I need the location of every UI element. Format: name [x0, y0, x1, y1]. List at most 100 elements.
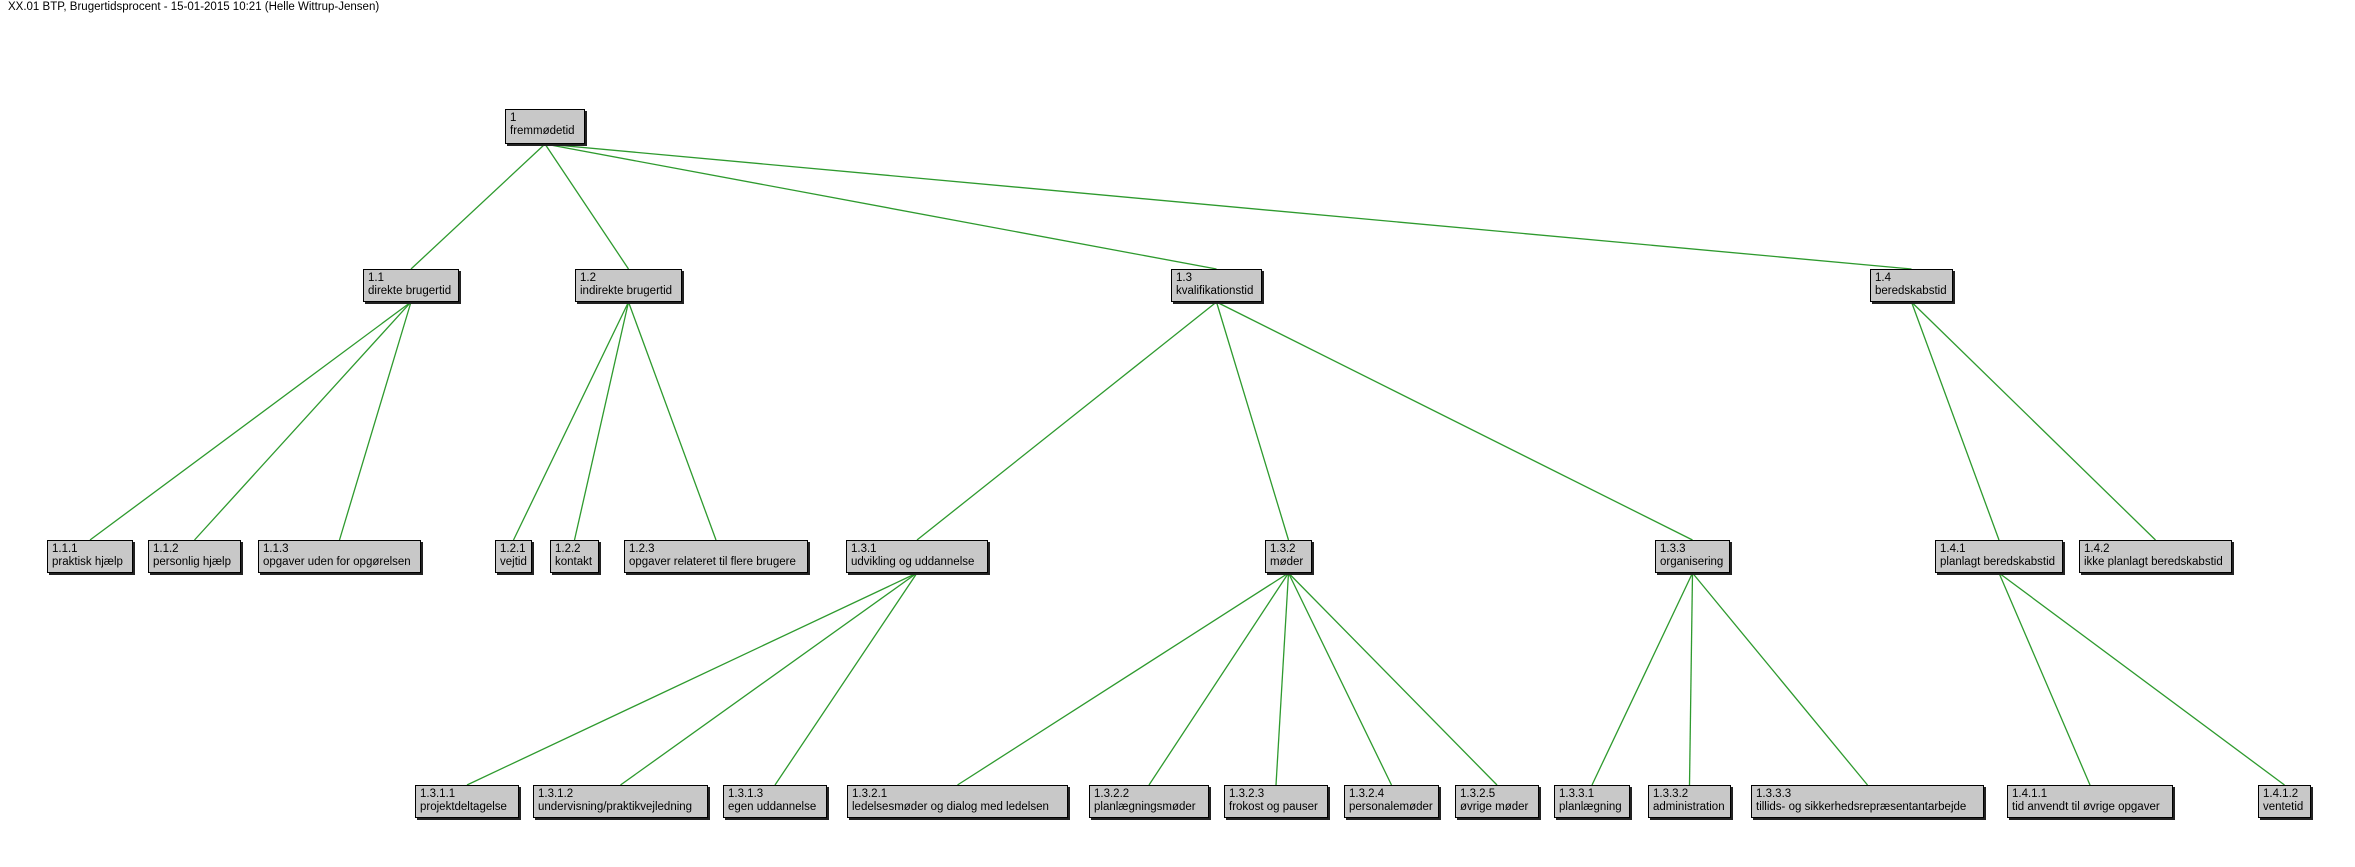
node-number: 1.1.1 [52, 543, 78, 555]
edge-1.1-to-1.1.3 [338, 301, 412, 541]
node-number: 1.3.2.3 [1229, 788, 1265, 800]
edge-1.3.3-to-1.3.3.1 [1591, 572, 1694, 786]
node-number: 1.1 [368, 272, 384, 284]
node-label: vejtid [500, 555, 527, 568]
edge-1.4.1-to-1.4.1.2 [1998, 572, 2285, 786]
edge-1.2-to-1.2.1 [512, 301, 630, 541]
edge-1.3.1-to-1.3.1.2 [620, 572, 918, 786]
node-label: projektdeltagelse [420, 800, 507, 813]
node-number: 1.2.1 [500, 543, 526, 555]
edge-1.3.3-to-1.3.3.3 [1691, 572, 1869, 786]
node-label: fremmødetid [510, 124, 575, 137]
node-number: 1.3.3.2 [1653, 788, 1689, 800]
node-label: opgaver uden for opgørelsen [263, 555, 411, 568]
node-label: organisering [1660, 555, 1724, 568]
node-number: 1.2.3 [629, 543, 655, 555]
node-label: frokost og pauser [1229, 800, 1318, 813]
node-number: 1.4.1.2 [2263, 788, 2299, 800]
node-number: 1.4.1 [1940, 543, 1966, 555]
node-number: 1.3.2.5 [1460, 788, 1496, 800]
node-label: planlægning [1559, 800, 1622, 813]
node-label: øvrige møder [1460, 800, 1529, 813]
edge-1.2-to-1.2.2 [573, 301, 630, 541]
node-label: kontakt [555, 555, 593, 568]
node-number: 1.2 [580, 272, 596, 284]
node-label: opgaver relateret til flere brugere [629, 555, 796, 568]
edge-1.1-to-1.1.1 [89, 301, 412, 541]
edge-1-to-1.2 [544, 143, 630, 270]
node-label: indirekte brugertid [580, 284, 673, 297]
edge-1-to-1.3 [544, 143, 1217, 270]
node-label: planlægningsmøder [1094, 800, 1196, 813]
edge-1.3.2-to-1.3.2.2 [1148, 572, 1290, 786]
node-label: kvalifikationstid [1176, 284, 1254, 297]
node-label: administration [1653, 800, 1725, 813]
edge-1.3.2-to-1.3.2.4 [1287, 572, 1393, 786]
node-label: tillids- og sikkerhedsrepræsentantarbejd… [1756, 800, 1967, 813]
edge-1-to-1.4 [544, 143, 1912, 270]
node-label: ventetid [2263, 800, 2304, 813]
node-number: 1.3.1.2 [538, 788, 574, 800]
node-number: 1.4.2 [2084, 543, 2110, 555]
node-number: 1.1.2 [153, 543, 179, 555]
page-title: XX.01 BTP, Brugertidsprocent - 15-01-201… [8, 1, 380, 13]
node-number: 1.3.3 [1660, 543, 1686, 555]
node-number: 1.3.1 [851, 543, 877, 555]
node-label: beredskabstid [1875, 284, 1947, 297]
edge-1.2-to-1.2.3 [627, 301, 717, 541]
edge-1.3-to-1.3.2 [1215, 301, 1290, 541]
edge-1-to-1.1 [410, 143, 546, 270]
edge-1.4-to-1.4.1 [1910, 301, 2000, 541]
node-label: personlig hjælp [153, 555, 231, 568]
edge-1.3.2-to-1.3.2.3 [1275, 572, 1290, 786]
node-number: 1.3.1.3 [728, 788, 764, 800]
node-label: tid anvendt til øvrige opgaver [2012, 800, 2160, 813]
node-number: 1.3.2.1 [852, 788, 888, 800]
edge-1.3.1-to-1.3.1.3 [774, 572, 918, 786]
node-label: ikke planlagt beredskabstid [2084, 555, 2223, 568]
node-label: direkte brugertid [368, 284, 452, 297]
node-number: 1.4.1.1 [2012, 788, 2048, 800]
edge-1.1-to-1.1.2 [194, 301, 412, 541]
node-number: 1.3.1.1 [420, 788, 456, 800]
node-number: 1.3.2.4 [1349, 788, 1385, 800]
node-label: personalemøder [1349, 800, 1433, 813]
edge-1.4.1-to-1.4.1.1 [1998, 572, 2091, 786]
node-number: 1.4 [1875, 272, 1891, 284]
node-label: egen uddannelse [728, 800, 817, 813]
edge-1.3.2-to-1.3.2.5 [1288, 572, 1498, 786]
node-label: praktisk hjælp [52, 555, 123, 568]
node-number: 1.3.3.3 [1756, 788, 1792, 800]
edge-1.4-to-1.4.2 [1911, 301, 2156, 541]
node-number: 1.3.2 [1270, 543, 1296, 555]
edge-1.3.3-to-1.3.3.2 [1688, 572, 1694, 786]
node-label: møder [1270, 555, 1304, 568]
node-label: undervisning/praktikvejledning [538, 800, 693, 813]
node-number: 1.3.2.2 [1094, 788, 1130, 800]
